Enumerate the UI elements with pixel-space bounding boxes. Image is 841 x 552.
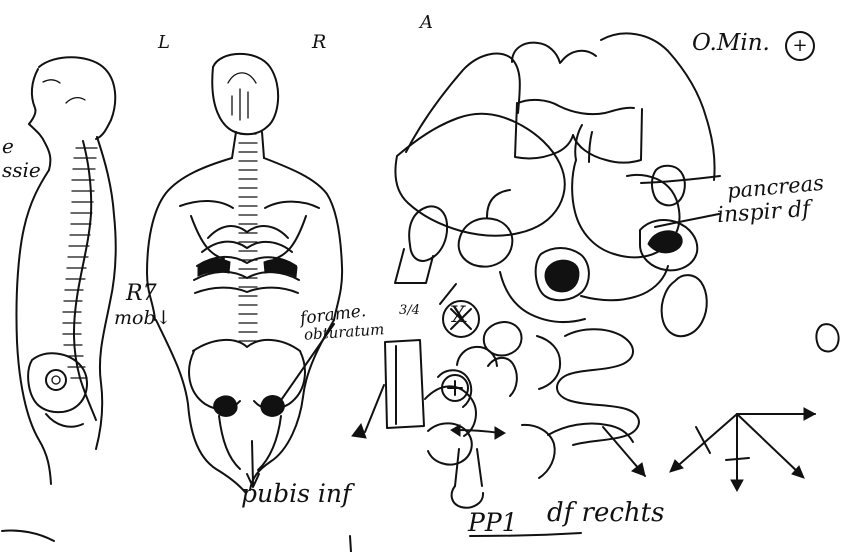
force-diagram (670, 408, 815, 491)
ink-blot (816, 324, 838, 351)
abdominal-organ-sketch (352, 33, 720, 507)
label-a: A (420, 14, 433, 32)
label-three-quarter: 3/4 (399, 304, 420, 317)
label-right: R (312, 33, 326, 52)
vertebrae-side (63, 148, 97, 378)
side-profile-figure (16, 57, 115, 484)
label-mob: mob↓ (114, 309, 172, 328)
label-df-rechts: df rechts (547, 500, 664, 526)
label-left: L (158, 34, 170, 52)
back-skeleton-figure (147, 54, 342, 492)
label-e: e (2, 136, 14, 156)
circle-x-label: X (451, 305, 467, 327)
label-ssie: ssie (2, 160, 41, 180)
edge-tick (350, 536, 351, 552)
circled-plus: + (785, 31, 815, 61)
label-o-min: O.Min. (692, 32, 770, 55)
edge-stroke (2, 530, 54, 541)
label-pubis-inf: pubis inf (241, 481, 351, 506)
label-pp1: PP1 (468, 510, 518, 535)
label-r7: R7 (126, 283, 157, 305)
spine-back (239, 134, 257, 341)
